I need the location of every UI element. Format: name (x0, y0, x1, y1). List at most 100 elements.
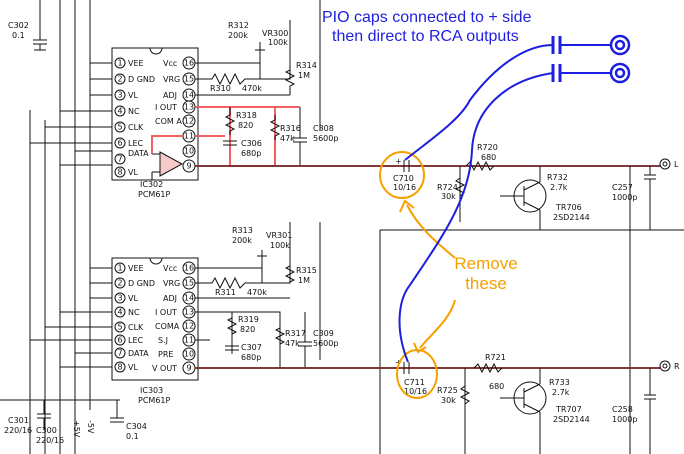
svg-text:R311: R311 (215, 288, 236, 297)
pio-wire-bottom (398, 72, 554, 363)
bottom-left-supply: C301 220/16 C300 220/16 +5V -5V C304 0.1 (0, 399, 147, 445)
annotation-line-2: then direct to RCA outputs (332, 28, 519, 45)
svg-text:16: 16 (184, 264, 194, 273)
svg-text:C307: C307 (241, 343, 262, 352)
svg-text:200k: 200k (232, 236, 252, 245)
svg-text:R732: R732 (547, 173, 568, 182)
svg-text:47k: 47k (280, 134, 295, 143)
rca-jack-top (609, 34, 631, 56)
svg-text:1M: 1M (298, 276, 310, 285)
svg-text:R319: R319 (238, 315, 259, 324)
svg-text:VL: VL (128, 363, 138, 372)
svg-text:C309: C309 (313, 329, 334, 338)
svg-text:11: 11 (184, 132, 194, 141)
ic302-right-pins: 16 Vcc 15 VRG 14 ADJ 13 I OUT 12 COM A 1… (151, 56, 196, 180)
svg-text:R724: R724 (437, 183, 458, 192)
svg-text:6: 6 (117, 139, 122, 148)
ic302-left-pins: 1 VEE 2 D GND 3 VL 4 NC 5 CLK 6 LEC 7 DA… (114, 57, 155, 178)
svg-text:C300: C300 (36, 426, 57, 435)
rca-jack-bottom (609, 62, 631, 84)
output-left-label: L (674, 160, 679, 169)
ic303-right-pins: 16 Vcc 15 VRG 14 ADJ 13 I OUT 12 COMA 11… (152, 261, 196, 375)
svg-text:R316: R316 (280, 124, 301, 133)
right-channel-output-line: R (195, 360, 680, 372)
svg-text:PRE: PRE (158, 350, 173, 359)
svg-text:TR707: TR707 (555, 405, 582, 414)
output-right-label: R (674, 362, 680, 371)
c302-value: 0.1 (12, 31, 25, 40)
svg-text:10/16: 10/16 (404, 387, 427, 396)
svg-text:VL: VL (128, 168, 138, 177)
svg-text:COMA: COMA (155, 322, 180, 331)
svg-text:Vcc: Vcc (163, 59, 177, 68)
svg-text:200k: 200k (228, 31, 248, 40)
svg-text:S.J: S.J (158, 336, 168, 345)
svg-text:5600p: 5600p (313, 339, 338, 348)
svg-text:8: 8 (117, 168, 122, 177)
svg-text:47k: 47k (285, 339, 300, 348)
svg-text:5600p: 5600p (313, 134, 338, 143)
svg-text:13: 13 (184, 308, 194, 317)
svg-text:TR706: TR706 (555, 203, 582, 212)
svg-text:DATA: DATA (128, 349, 149, 358)
svg-text:13: 13 (184, 103, 194, 112)
svg-text:9: 9 (186, 162, 191, 171)
svg-text:470k: 470k (247, 288, 267, 297)
svg-text:30k: 30k (441, 396, 456, 405)
c302-name: C302 (8, 21, 29, 30)
svg-text:30k: 30k (441, 192, 456, 201)
svg-text:820: 820 (238, 121, 253, 130)
ic302-feedback-network: R318 820 C306 680p R316 47k C308 5600p (151, 106, 338, 167)
svg-text:220/16: 220/16 (4, 426, 32, 435)
svg-text:R725: R725 (437, 386, 458, 395)
svg-text:10: 10 (184, 350, 194, 359)
svg-text:680: 680 (481, 153, 496, 162)
svg-text:C301: C301 (8, 416, 29, 425)
svg-text:680p: 680p (241, 149, 261, 158)
svg-text:10: 10 (184, 147, 194, 156)
svg-text:100k: 100k (268, 38, 288, 47)
svg-text:680p: 680p (241, 353, 261, 362)
svg-text:14: 14 (184, 294, 194, 303)
svg-text:C257: C257 (612, 183, 633, 192)
svg-text:0.1: 0.1 (126, 432, 139, 441)
pio-wire-top (404, 44, 554, 161)
svg-text:16: 16 (184, 59, 194, 68)
svg-text:VEE: VEE (128, 59, 144, 68)
svg-text:1000p: 1000p (612, 193, 637, 202)
ic303-chip: IC303 PCM61P (30, 257, 199, 405)
svg-text:DATA: DATA (128, 149, 149, 158)
svg-text:820: 820 (240, 325, 255, 334)
r313-vr301-r315-r311: R313 200k VR301 100k R315 1M R311 470k (195, 222, 321, 360)
svg-text:11: 11 (184, 336, 194, 345)
svg-text:CLK: CLK (128, 323, 144, 332)
svg-text:7: 7 (117, 349, 122, 358)
svg-text:LEC: LEC (128, 336, 144, 345)
svg-text:4: 4 (117, 107, 122, 116)
svg-text:15: 15 (184, 279, 194, 288)
svg-text:NC: NC (128, 107, 140, 116)
svg-text:VL: VL (128, 91, 138, 100)
svg-text:+5V: +5V (72, 420, 81, 438)
svg-text:100k: 100k (270, 241, 290, 250)
svg-text:12: 12 (184, 322, 194, 331)
svg-text:2: 2 (117, 279, 122, 288)
svg-text:C304: C304 (126, 422, 147, 431)
svg-text:C258: C258 (612, 405, 633, 414)
left-channel-output-line: L (195, 158, 679, 170)
svg-text:2SD2144: 2SD2144 (553, 415, 590, 424)
svg-text:470k: 470k (242, 84, 262, 93)
bus-lines-left (29, 0, 91, 454)
svg-text:C710: C710 (393, 174, 414, 183)
svg-text:2.7k: 2.7k (552, 388, 570, 397)
ic303-left-pins: 1 VEE 2 D GND 3 VL 4 NC 5 CLK 6 LEC 7 DA… (114, 262, 155, 373)
svg-text:-5V: -5V (86, 420, 95, 434)
svg-text:VEE: VEE (128, 264, 144, 273)
svg-text:C306: C306 (241, 139, 262, 148)
svg-text:10/16: 10/16 (393, 183, 416, 192)
svg-text:COM A: COM A (155, 117, 182, 126)
remove-label-line-2: these (465, 274, 507, 293)
svg-text:VRG: VRG (163, 75, 180, 84)
annotation-line-1: PIO caps connected to + side (322, 9, 532, 26)
remove-arrow-down (419, 299, 456, 349)
